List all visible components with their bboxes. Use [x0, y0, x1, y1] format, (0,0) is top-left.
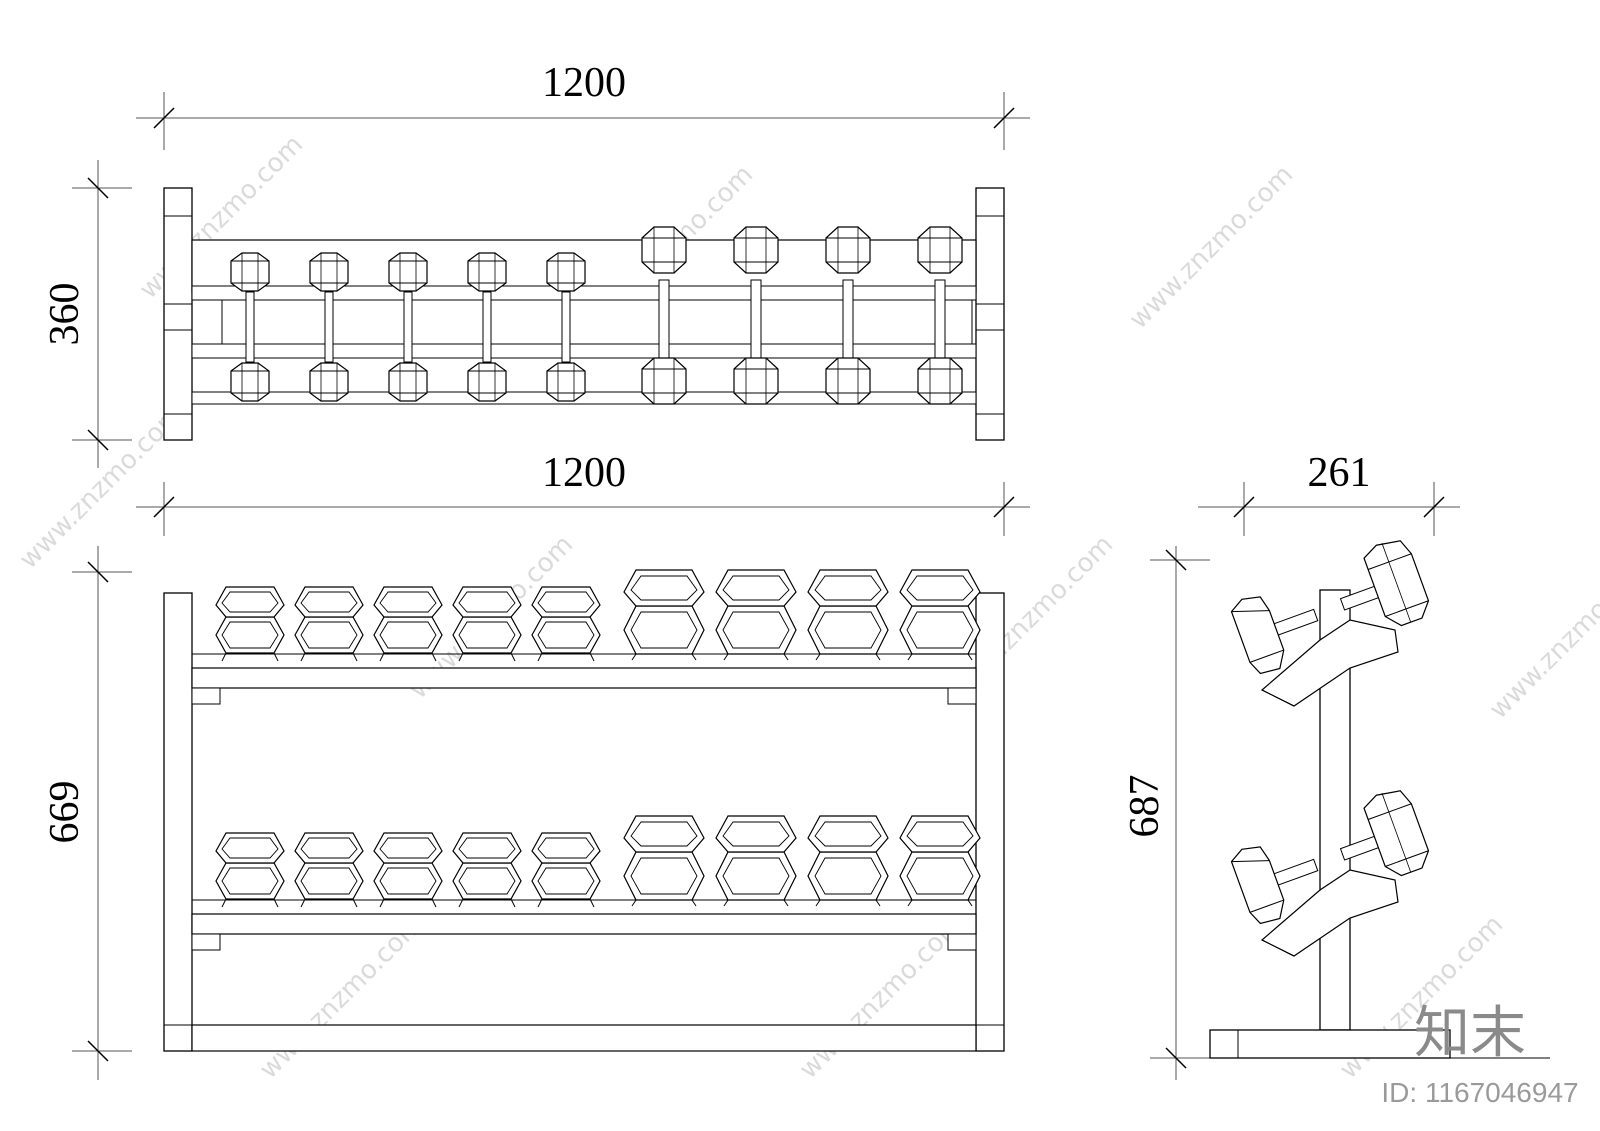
dim-label-side-height: 687: [1122, 775, 1168, 838]
logo-text: 知末: [1414, 1001, 1526, 1066]
watermark-text: www.znzmo.com: [254, 910, 429, 1085]
dim-front-width: 1200: [136, 450, 1030, 536]
side-view: 261 687: [1122, 450, 1550, 1080]
dim-top-depth: 360: [42, 160, 132, 468]
top-dumbbells-small: [230, 252, 586, 402]
dim-front-height: 669: [42, 546, 132, 1080]
watermark-text: www.znzmo.com: [1484, 550, 1600, 725]
dim-top-width: 1200: [136, 60, 1030, 150]
image-id-label: ID: 1167046947: [1381, 1077, 1578, 1108]
dim-label-side-depth: 261: [1308, 450, 1371, 496]
top-view: 1200 360: [42, 60, 1030, 468]
watermark-text: www.znzmo.com: [794, 910, 969, 1085]
dim-side-height: 687: [1122, 546, 1210, 1080]
dim-side-depth: 261: [1198, 450, 1460, 536]
dim-label-front-width: 1200: [542, 450, 626, 496]
front-upper-dumbbells: [215, 569, 981, 662]
top-dumbbells-large: [641, 226, 963, 405]
front-lower-dumbbells: [215, 815, 981, 908]
dim-label-front-height: 669: [42, 781, 88, 844]
front-view: 1200 669: [42, 450, 1030, 1080]
watermark-text: www.znzmo.com: [14, 400, 189, 575]
dim-label-top-width: 1200: [542, 60, 626, 106]
brand-logo: 知末 ID: 1167046947: [1381, 1001, 1578, 1108]
dim-label-top-depth: 360: [42, 283, 88, 346]
watermark-text: www.znzmo.com: [1124, 160, 1299, 335]
